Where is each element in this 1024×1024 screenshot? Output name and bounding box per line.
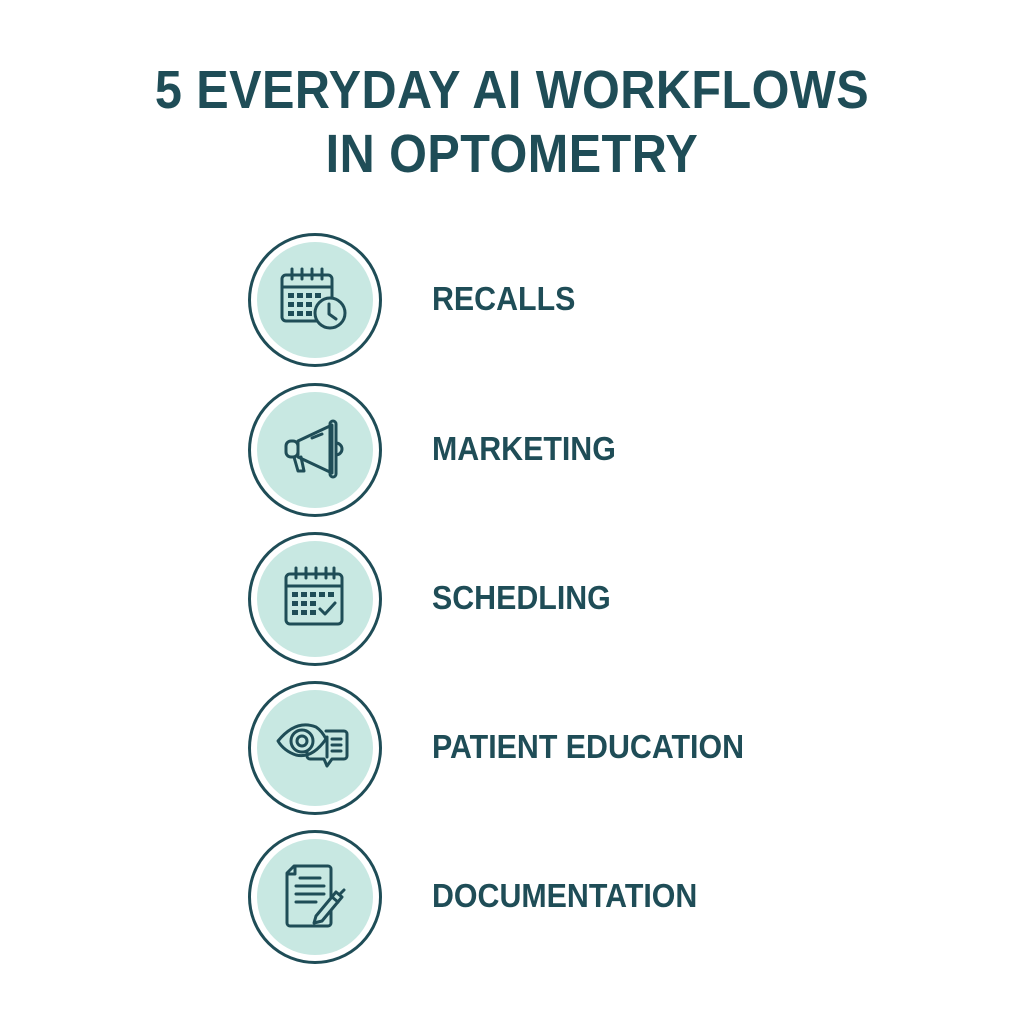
icon-badge (248, 233, 382, 367)
icon-badge (248, 383, 382, 517)
title-line-1: 5 EVERYDAY AI WORKFLOWS (154, 60, 870, 120)
workflow-item-marketing: MARKETING (248, 383, 848, 523)
workflow-item-recalls: RECALLS (248, 233, 848, 373)
document-pen-icon (285, 864, 346, 928)
workflow-item-scheduling: SCHEDLING (248, 532, 848, 672)
icon-badge (248, 532, 382, 666)
calendar-clock-icon (280, 267, 347, 330)
icon-badge (248, 830, 382, 964)
megaphone-icon (284, 419, 344, 479)
page-title: 5 EVERYDAY AI WORKFLOWS IN OPTOMETRY (51, 58, 973, 186)
workflow-label: DOCUMENTATION (432, 877, 698, 914)
workflow-label: PATIENT EDUCATION (432, 728, 745, 765)
title-line-2: IN OPTOMETRY (325, 124, 699, 184)
workflow-label: RECALLS (432, 280, 576, 317)
workflow-label: SCHEDLING (432, 579, 611, 616)
workflow-label: MARKETING (432, 430, 616, 467)
icon-badge (248, 681, 382, 815)
workflow-item-patient-education: PATIENT EDUCATION (248, 681, 848, 821)
eye-chat-icon (276, 723, 349, 768)
calendar-check-icon (284, 566, 344, 626)
workflow-item-documentation: DOCUMENTATION (248, 830, 848, 970)
